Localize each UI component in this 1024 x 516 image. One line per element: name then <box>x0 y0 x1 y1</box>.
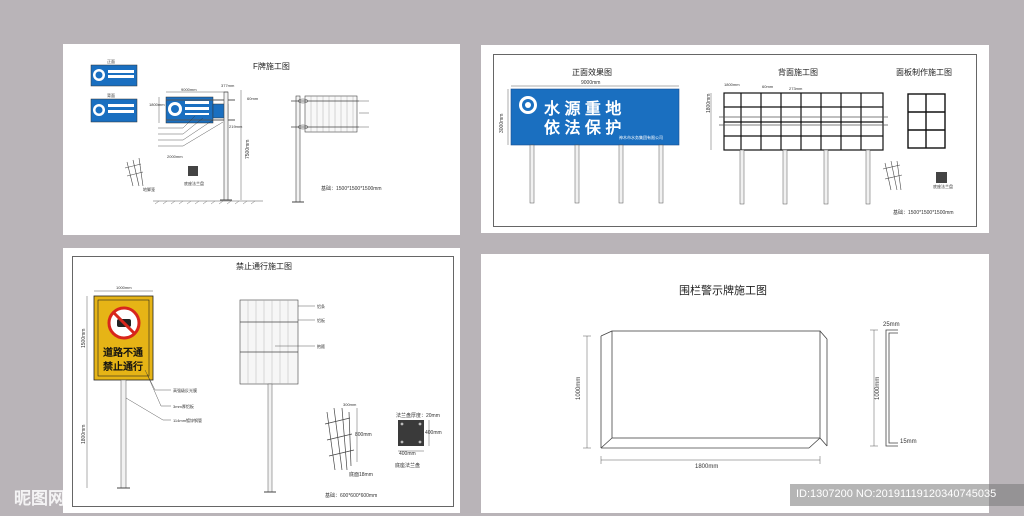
no-entry-flange-label: 底座法兰盘 <box>395 463 421 469</box>
fence-width-dim: 1800mm <box>695 464 719 470</box>
front-label: 正面 <box>107 59 115 64</box>
back-callout-plate: 铝板 <box>317 318 325 323</box>
water-width-dim: 9000mm <box>581 80 601 86</box>
water-flange-label: 底座法兰盘 <box>933 184 953 189</box>
cage-height-dim: 800mm <box>355 432 372 438</box>
dim-1800: 1800mm <box>149 102 165 107</box>
f-sign-drawing <box>90 64 369 205</box>
f-flange-label: 底座法兰盘 <box>184 181 204 186</box>
dim-377: 377mm <box>221 83 235 88</box>
water-sign-line1: 水 源 重 地 <box>544 101 622 118</box>
callout-aluminum: 3mm厚铝板 <box>173 404 194 409</box>
back-dim-b: 60mm <box>762 84 774 89</box>
fence-sign-drawing <box>583 329 898 464</box>
water-sign-line2: 依 法 保 护 <box>544 120 622 137</box>
no-entry-line1: 道路不通 <box>103 348 143 359</box>
no-entry-foundation: 基础：600*600*600mm <box>325 493 378 499</box>
no-entry-title: 禁止通行施工图 <box>236 262 292 271</box>
water-height-dim: 3000mm <box>499 113 505 133</box>
profile-height-dim: 1000mm <box>875 376 881 400</box>
panel-making-title: 面板制作施工图 <box>896 68 952 77</box>
panel-f-sign: F牌施工图 正面 背面 9000mm 377mm 1800mm 60mm 219… <box>63 44 460 235</box>
no-entry-width-dim: 1000mm <box>116 285 132 290</box>
callout-reflective: 高强级反光膜 <box>173 388 197 393</box>
cage-bottom-dim: 底面18mm <box>349 472 373 478</box>
panel3-frame <box>72 256 454 507</box>
image-id-bar <box>790 484 1024 506</box>
f-foundation-label: 基础：1500*1500*1500mm <box>321 186 382 192</box>
callout-steel-pipe: 114mm镀锌钢管 <box>173 418 203 423</box>
water-sign-drawing <box>507 85 947 205</box>
water-sign-org: 神木市水务集团有限公司 <box>619 135 663 140</box>
panel-no-entry: 禁止通行施工图 1000mm 1500mm 1800mm 道路不通 禁止通行 高… <box>63 248 460 513</box>
panel-water-source: 正面效果图 背面施工图 面板制作施工图 9000mm 3000mm 水 源 重 … <box>481 45 989 233</box>
dim-9000: 9000mm <box>181 87 197 92</box>
back-label: 背面 <box>107 93 115 98</box>
back-dim-d: 1800mm <box>706 93 712 113</box>
nipic-logo: 昵图网 <box>14 489 65 508</box>
back-callout-clamp: 抱箍 <box>317 344 325 349</box>
water-foundation-label: 基础：1500*1500*1500mm <box>893 210 954 216</box>
flange-thickness: 法兰盘厚度：20mm <box>396 413 440 419</box>
dim-2000: 2000mm <box>167 154 183 159</box>
flange-w-dim: 400mm <box>399 451 416 457</box>
back-dim-c: 273mm <box>789 86 803 91</box>
no-entry-drawing <box>86 290 430 493</box>
no-entry-line2: 禁止通行 <box>103 362 143 373</box>
front-effect-title: 正面效果图 <box>572 68 612 77</box>
no-entry-pole-dim: 1800mm <box>81 424 87 444</box>
dim-219: 219mm <box>229 124 243 129</box>
image-id: ID:1307200 NO:20191119120340745035 <box>796 488 997 500</box>
f-sign-title: F牌施工图 <box>253 62 290 71</box>
panel2-frame <box>493 54 977 227</box>
back-construction-title: 背面施工图 <box>778 68 818 77</box>
profile-top-dim: 25mm <box>883 322 900 328</box>
fence-sign-title: 围栏警示牌施工图 <box>679 285 767 297</box>
dim-7500: 7500mm <box>245 139 251 159</box>
panel-fence-warning: 围栏警示牌施工图 1000mm 1800mm 1000mm 25mm 15mm <box>481 254 989 513</box>
fence-height-dim: 1000mm <box>576 376 582 400</box>
profile-bottom-dim: 15mm <box>900 439 917 445</box>
f-anchor-label: 地脚笼 <box>143 187 155 192</box>
nipic-url: www.nipic.com <box>86 487 195 504</box>
back-dim-a: 1800mm <box>724 82 740 87</box>
flange-h-dim: 400mm <box>425 430 442 436</box>
cage-top-dim: 300mm <box>343 402 357 407</box>
no-entry-height-dim: 1500mm <box>81 328 87 348</box>
back-callout-strip: 铝条 <box>317 304 325 309</box>
dim-60: 60mm <box>247 96 259 101</box>
